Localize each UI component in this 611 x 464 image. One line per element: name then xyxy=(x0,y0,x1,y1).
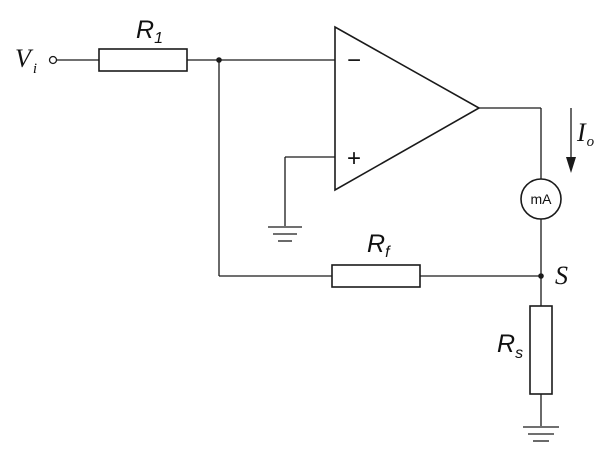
inverting-input-sign: − xyxy=(347,47,361,74)
node-s-label: S xyxy=(555,261,568,290)
resistor-r1 xyxy=(98,48,188,72)
resistor-rf xyxy=(331,264,421,288)
r1-label: R1 xyxy=(136,16,163,47)
output-current-label: Io xyxy=(576,118,595,150)
rf-label: Rf xyxy=(367,230,391,261)
noninverting-input-sign: + xyxy=(347,145,361,172)
current-arrow-icon xyxy=(566,108,576,173)
input-terminal xyxy=(48,55,58,65)
milliammeter-label: mA xyxy=(531,191,553,207)
ground-icon xyxy=(268,226,302,242)
rs-label: Rs xyxy=(497,330,523,362)
resistor-rs xyxy=(529,305,553,395)
opamp-triangle xyxy=(334,25,481,192)
ground-icon xyxy=(523,426,559,442)
